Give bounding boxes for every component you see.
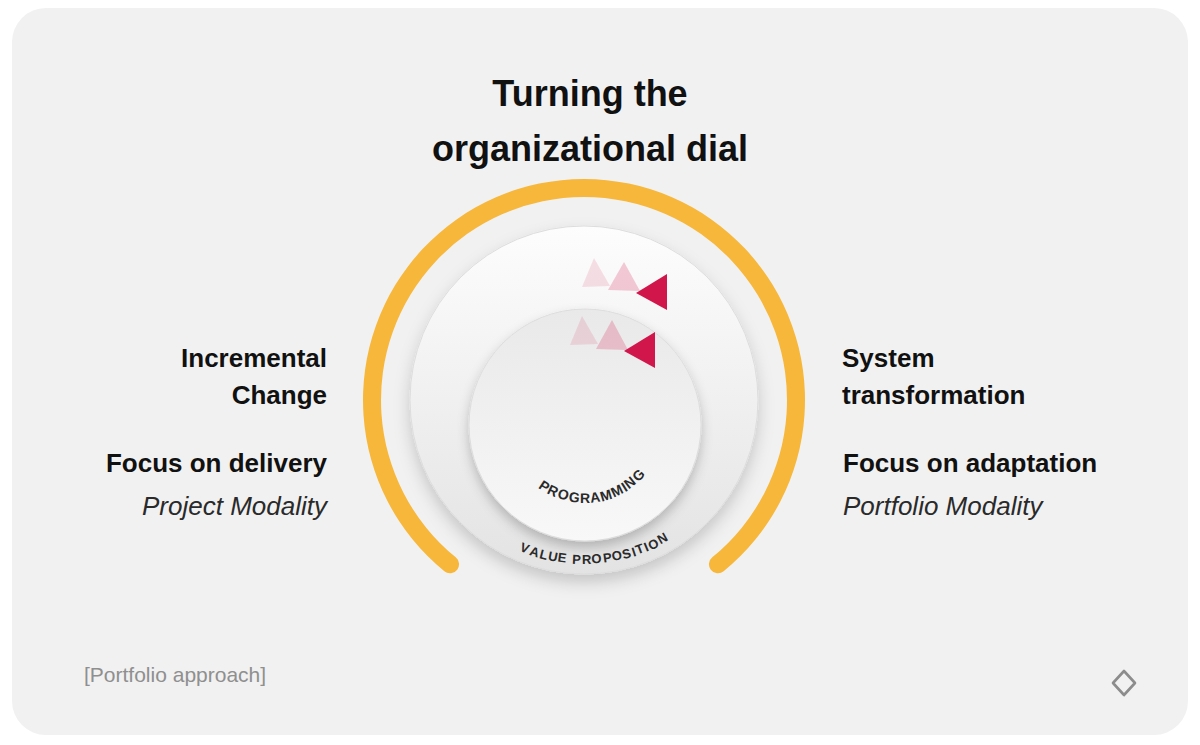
modality-label: Project Modality <box>27 489 327 523</box>
dial-knob-shape <box>468 308 702 542</box>
indicator-arrow <box>624 332 655 368</box>
dial-text-letter: U <box>547 549 559 564</box>
dial-knob: PROGRAMMING <box>468 308 702 542</box>
dial-outer-ring-circle <box>410 226 758 574</box>
dial-text-letter: E <box>557 551 567 565</box>
footer-note: [Portfolio approach] <box>84 662 404 688</box>
card-background <box>12 8 1188 735</box>
focus-label: Focus on adaptation <box>843 446 1163 480</box>
dial-scale <box>363 179 805 573</box>
indicator-arrow <box>636 274 667 310</box>
dial-text-letter: G <box>568 489 581 504</box>
dial-text: PROGRAMMING <box>468 308 702 542</box>
logo-mark <box>1113 671 1135 695</box>
dial-text-letter <box>567 552 572 565</box>
dial-text-letter: P <box>572 553 581 566</box>
dial-arc <box>363 179 805 573</box>
indicator-arrows-inner <box>570 316 655 368</box>
dial-text: VALUE PROPOSITION <box>409 225 759 575</box>
indicator-ghost <box>582 258 610 287</box>
dial-knob-circle <box>469 309 701 541</box>
dial-text-letter: R <box>582 553 592 566</box>
modality-label: Portfolio Modality <box>843 489 1163 523</box>
scale-end-label: Incremental Change <box>97 340 327 414</box>
indicator-ghost <box>596 320 628 350</box>
dial-outer-ring: PROGRAMMINGVALUE PROPOSITION <box>409 225 759 575</box>
diagram-title: Turning the organizational dial <box>390 66 790 176</box>
indicator-arrows-outer <box>582 258 667 310</box>
focus-label: Focus on delivery <box>47 446 327 480</box>
dial-text-letter: O <box>591 552 602 566</box>
dial-text-letter: R <box>580 491 590 505</box>
scale-end-label: System transformation <box>842 340 1072 414</box>
indicator-ghost <box>570 316 598 345</box>
indicator-ghost <box>608 262 640 291</box>
